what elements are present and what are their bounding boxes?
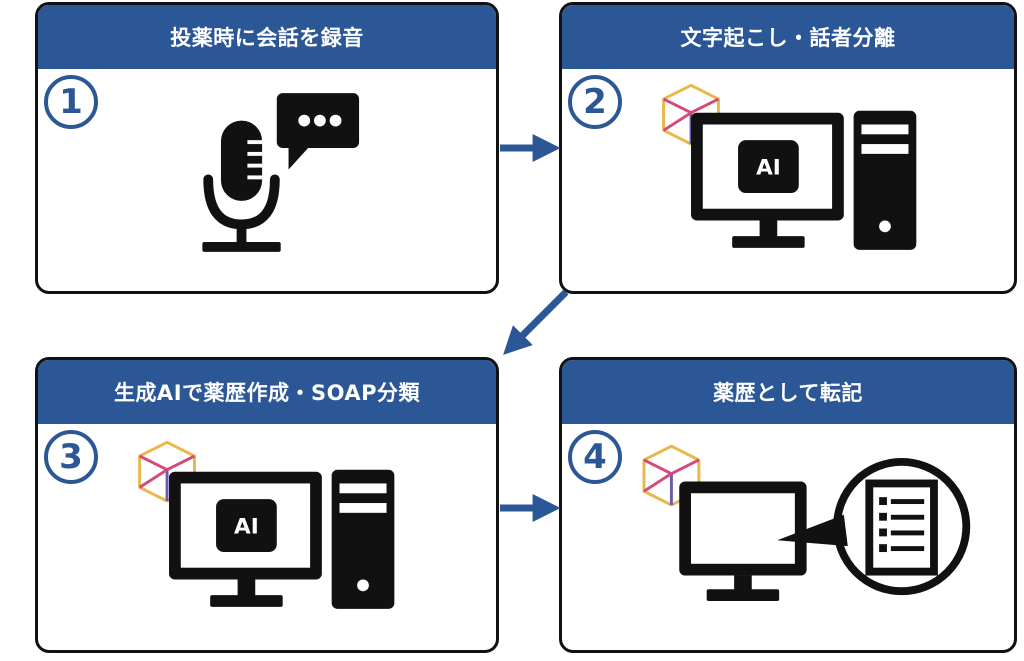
- step-4-title: 薬歴として転記: [562, 360, 1014, 424]
- step-2-number: 2: [568, 75, 622, 129]
- step-3-number: 3: [44, 430, 98, 484]
- step-4-number: 4: [568, 430, 622, 484]
- step-1-number: 1: [44, 75, 98, 129]
- arrow-2-to-3: [503, 289, 569, 355]
- step-3-title: 生成AIで薬歴作成・SOAP分類: [38, 360, 496, 424]
- step-2-card: 文字起こし・話者分離 2 AI: [559, 2, 1017, 294]
- step-2-title: 文字起こし・話者分離: [562, 5, 1014, 69]
- step-1-title: 投薬時に会話を録音: [38, 5, 496, 69]
